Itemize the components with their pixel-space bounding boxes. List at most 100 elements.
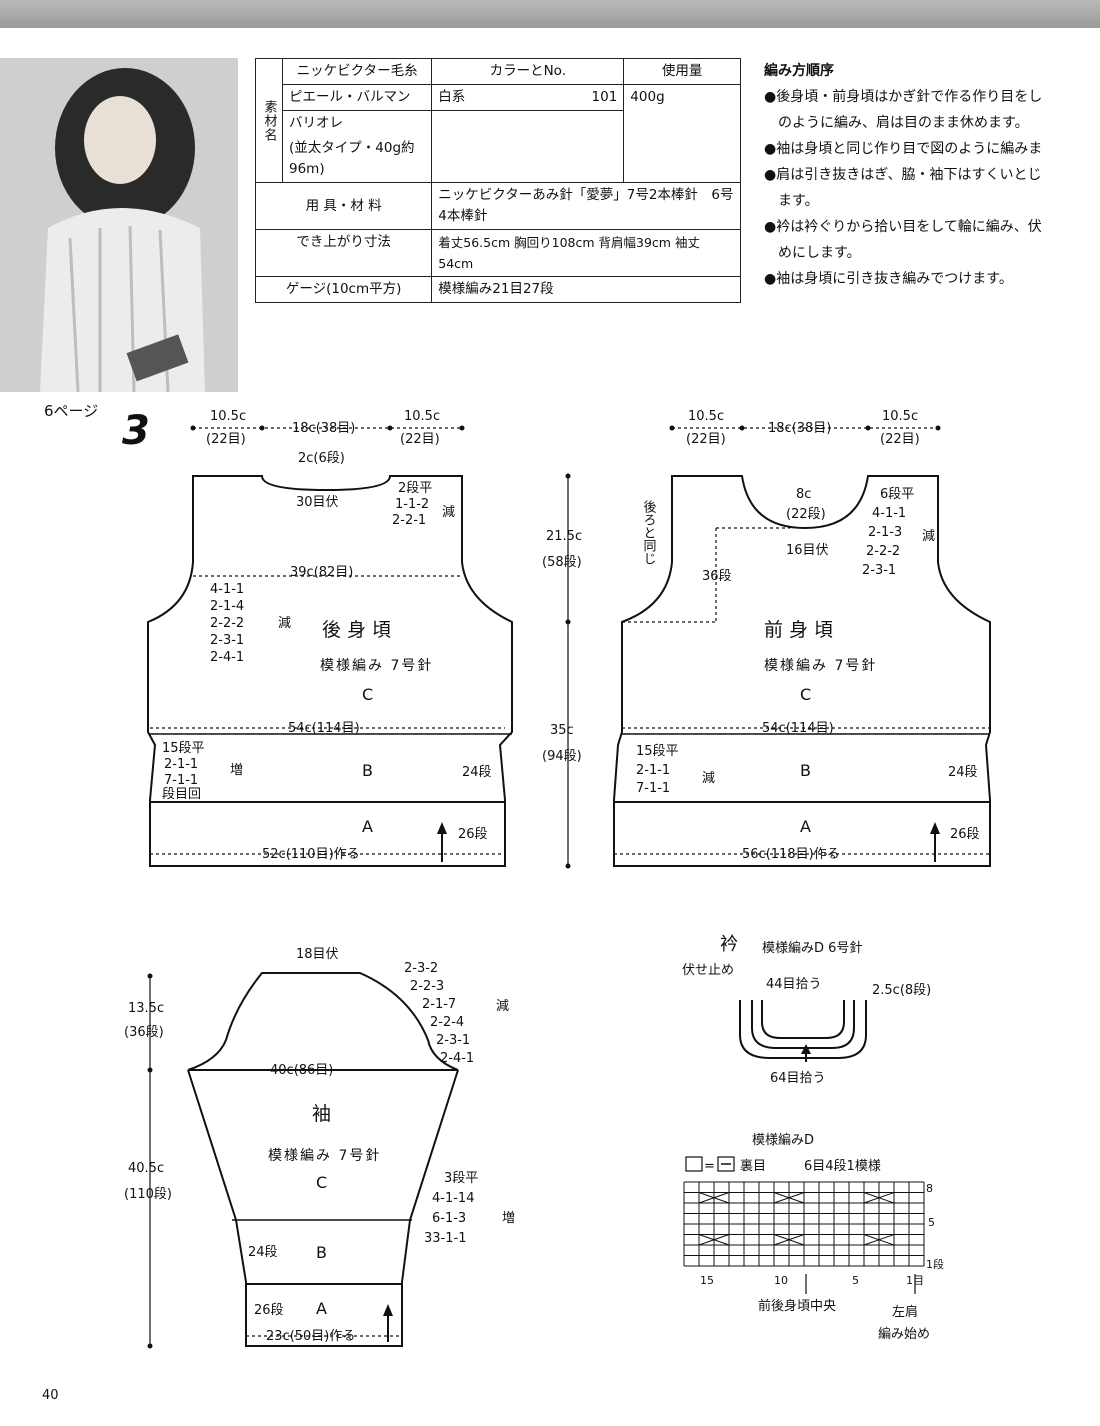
back-body-outline xyxy=(147,475,513,867)
collar-stitch: 模様編みD 6号針 xyxy=(762,940,862,956)
yarn-weight: (並太タイプ・40g約96m) xyxy=(281,136,433,183)
front-zone-a: A xyxy=(800,817,811,836)
step-line: ます。 xyxy=(778,193,819,209)
front-w-left-s: (22目) xyxy=(686,432,726,447)
front-neck-2: 2-1-3 xyxy=(868,525,902,540)
front-neck-w: 8c xyxy=(796,487,811,502)
sleeve-zone-c: C xyxy=(316,1173,327,1192)
back-arm-3: 2-3-1 xyxy=(210,633,244,648)
sleeve-inc-label: 増 xyxy=(502,1211,515,1226)
sleeve-rows24: 24段 xyxy=(248,1245,278,1260)
back-w-right: 10.5c xyxy=(404,409,440,424)
back-title: 後身頃 xyxy=(322,619,397,641)
sleeve-cap-0: 2-3-2 xyxy=(404,961,438,976)
sleeve-zone-b: B xyxy=(316,1243,327,1262)
back-cast-on: 52c(110目)作る xyxy=(262,847,360,862)
back-side-1: 2-1-1 xyxy=(164,757,198,772)
front-depth36: 36段 xyxy=(702,569,732,584)
collar-inner xyxy=(761,1000,845,1039)
back-zone-c: C xyxy=(362,685,373,704)
gauge-label: ゲージ(10cm平方) xyxy=(254,276,433,303)
step-line: めにします。 xyxy=(778,245,861,261)
step-line: のように編み、肩は目のまま休めます。 xyxy=(778,115,1029,131)
page-ref: 6ページ xyxy=(44,402,98,420)
height-upper-s: (58段) xyxy=(542,555,582,570)
chart-cross-mark xyxy=(698,1234,730,1246)
chart-cross-mark xyxy=(698,1192,730,1204)
sleeve-cap-2: 2-1-7 xyxy=(422,997,456,1012)
chartd-col5: 5 xyxy=(852,1274,859,1287)
sleeve-rows26: 26段 xyxy=(254,1303,284,1318)
step-line: ●袖は身頃と同じ作り目で図のように編みま xyxy=(764,141,1043,157)
sleeve-width40: 40c(86目) xyxy=(270,1063,333,1078)
yarn-type: バリオレ xyxy=(281,110,433,136)
back-arm-4: 2-4-1 xyxy=(210,650,244,665)
sleeve-inc-0: 3段平 xyxy=(444,1171,478,1186)
chart-cross-mark xyxy=(863,1234,895,1246)
chartd-row8: 8 xyxy=(926,1182,933,1195)
front-cast-on: 56c(118目)作る xyxy=(742,847,840,862)
materials-table: 素材名 ニッケビクター毛糸 カラーとNo. 使用量 ピエール・バルマン 白系 1… xyxy=(254,58,741,303)
sleeve-cap-3: 2-2-4 xyxy=(430,1015,464,1030)
front-neck-s: (22段) xyxy=(786,507,826,522)
collar-pick44: 44目拾う xyxy=(766,977,822,992)
back-shoulder-1: 1-1-2 xyxy=(395,497,429,512)
collar-height: 2.5c(8段) xyxy=(872,983,931,998)
sleeve-len: 40.5c xyxy=(128,1161,164,1176)
step-line: ●肩は引き抜きはぎ、脇・袖下はすくいとじ xyxy=(764,167,1042,183)
sleeve-inc-3: 33-1-1 xyxy=(424,1231,466,1246)
header-color: カラーとNo. xyxy=(431,58,625,85)
back-rows24: 24段 xyxy=(462,765,492,780)
back-shoulder-0: 2段平 xyxy=(398,481,432,496)
back-bind-off: 30目伏 xyxy=(296,495,339,510)
sleeve-bind-off: 18目伏 xyxy=(296,947,339,962)
sleeve-cap-dec: 減 xyxy=(496,998,509,1014)
back-shoulder-dec: 減 xyxy=(442,504,455,520)
material-label: 素材名 xyxy=(255,58,283,183)
gauge-value: 模様編み21目27段 xyxy=(431,276,741,303)
front-rows26: 26段 xyxy=(950,827,980,842)
chartd-row1: 1段 xyxy=(926,1257,944,1271)
tools-label: 用 具・材 料 xyxy=(254,182,433,230)
front-same-as-back: 後ろと同じ xyxy=(641,500,657,565)
sleeve-inc-1: 4-1-14 xyxy=(432,1191,474,1206)
front-w-left: 10.5c xyxy=(688,409,724,424)
yarn-name: ピエール・バルマン xyxy=(281,84,433,111)
chartd-grid xyxy=(683,1181,925,1267)
chartd-start: 編み始め xyxy=(878,1326,930,1342)
height-upper: 21.5c xyxy=(546,529,582,544)
collar-mid xyxy=(751,1000,855,1049)
front-bind-off: 16目伏 xyxy=(786,543,829,558)
sleeve-cap-h-s: (36段) xyxy=(124,1025,164,1040)
front-title: 前身頃 xyxy=(764,619,839,641)
chartd-left-shoulder: 左肩 xyxy=(892,1304,918,1320)
back-stitch: 模様編み 7号針 xyxy=(320,658,433,674)
page-number: 40 xyxy=(42,1388,59,1403)
collar-pick64: 64目拾う xyxy=(770,1071,826,1086)
chart-cross-mark xyxy=(773,1192,805,1204)
back-arm-dec: 減 xyxy=(278,615,291,631)
back-arm-0: 4-1-1 xyxy=(210,582,244,597)
sleeve-title: 袖 xyxy=(312,1103,331,1125)
front-w-right-s: (22目) xyxy=(880,432,920,447)
size-value: 着丈56.5cm 胸回り108cm 背肩幅39cm 袖丈54cm xyxy=(431,229,741,277)
front-neck-dec: 減 xyxy=(922,528,935,544)
front-side-1: 2-1-1 xyxy=(636,763,670,778)
front-side-2: 7-1-1 xyxy=(636,781,670,796)
legend-empty-box xyxy=(685,1156,703,1172)
step-line: ●衿は衿ぐりから拾い目をして輪に編み、伏 xyxy=(764,219,1042,235)
sleeve-cap-5: 2-4-1 xyxy=(440,1051,474,1066)
legend-text: 裏目 xyxy=(740,1159,766,1174)
chart-cross-mark xyxy=(863,1192,895,1204)
color-number: 101 xyxy=(527,84,625,111)
front-zone-c: C xyxy=(800,685,811,704)
back-w-left: 10.5c xyxy=(210,409,246,424)
back-side-note: 段目回 xyxy=(162,787,201,802)
amount-value: 400g xyxy=(623,84,741,183)
knitting-steps: 編み方順序 ●後身頃・前身頃はかぎ針で作る作り目をし のように編み、肩は目のまま… xyxy=(764,58,1084,292)
front-neck-3: 2-2-2 xyxy=(866,544,900,559)
front-body-outline xyxy=(613,475,991,867)
chartd-center: 前後身頃中央 xyxy=(758,1298,836,1314)
back-width39: 39c(82目) xyxy=(290,565,353,580)
